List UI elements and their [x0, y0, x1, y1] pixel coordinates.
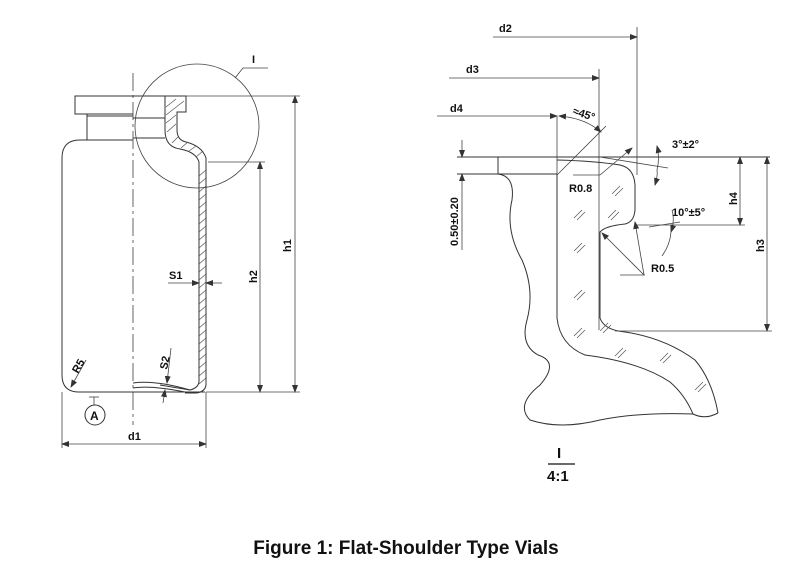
glass-hatch-line: [617, 349, 627, 359]
dim-h2: h2: [248, 270, 260, 283]
break-line: [497, 173, 694, 426]
wall-hatching: [165, 98, 207, 385]
hatch-line: [198, 265, 207, 273]
dim-r05: R0.5: [651, 263, 674, 275]
detail-circle: [134, 63, 260, 189]
glass-hatch-line: [607, 209, 617, 219]
glass-hatch-line: [697, 383, 707, 393]
dim-lip-thickness: 0.50±0.20: [449, 197, 461, 246]
detail-title: I: [557, 445, 561, 462]
dim-d4: d4: [450, 103, 464, 115]
hatch-line: [198, 281, 207, 289]
glass-hatch-line: [576, 291, 586, 301]
detail-view: d2 d3 d4 ≈45° 0.50±0.20 3°±2°: [437, 23, 772, 485]
glass-hatch-line: [614, 187, 624, 197]
glass-profile-inner: [556, 174, 694, 415]
detail-scale: 4:1: [547, 468, 569, 485]
hatch-line: [198, 361, 207, 369]
hatch-line: [198, 297, 207, 305]
hatch-line: [198, 233, 207, 241]
hatch-line: [198, 345, 207, 353]
hatch-line: [198, 377, 207, 385]
glass-hatch-line: [611, 185, 621, 195]
hatch-line: [198, 305, 207, 313]
hatch-line: [198, 185, 207, 193]
figure-caption: Figure 1: Flat-Shoulder Type Vials: [253, 538, 559, 559]
dim-d2: d2: [499, 23, 512, 35]
dim-h3: h3: [755, 239, 767, 252]
hatch-line: [198, 369, 207, 377]
detail-marker-label: I: [252, 54, 255, 66]
glass-hatch-line: [602, 324, 612, 334]
glass-hatch-line: [576, 244, 586, 254]
hatch-line: [198, 177, 207, 185]
hatch-line: [198, 249, 207, 257]
hatch-line: [198, 289, 207, 297]
glass-hatch-line: [573, 242, 583, 252]
vial-overview: I h1 h2 S1 S2 R5 A d1: [61, 54, 300, 448]
vial-wall-section: [159, 95, 207, 394]
glass-hatch-line: [573, 327, 583, 337]
dim-r08: R0.8: [569, 183, 592, 195]
glass-hatch-line: [576, 211, 586, 221]
hatch-line: [198, 329, 207, 337]
glass-hatch-marks: [573, 185, 707, 393]
glass-hatch-line: [614, 347, 624, 357]
glass-hatch-line: [694, 381, 704, 391]
dim-d3: d3: [466, 64, 479, 76]
glass-profile-outer: [556, 159, 719, 414]
hatch-line: [198, 353, 207, 361]
dim-d1: d1: [128, 431, 141, 443]
glass-hatch-line: [662, 354, 672, 364]
glass-hatch-line: [573, 209, 583, 219]
dim-h4: h4: [728, 191, 740, 205]
hatch-line: [198, 169, 207, 177]
hatch-line: [198, 321, 207, 329]
dim-h1: h1: [282, 239, 294, 252]
hatch-line: [198, 313, 207, 321]
hatch-line: [198, 257, 207, 265]
hatch-line: [198, 201, 207, 209]
dim-r5: R5: [70, 357, 87, 375]
dim-s1: S1: [169, 270, 182, 282]
glass-hatch-line: [599, 322, 609, 332]
hatch-line: [198, 209, 207, 217]
glass-hatch-line: [576, 329, 586, 339]
glass-hatch-line: [573, 289, 583, 299]
dim-s2: S2: [158, 355, 173, 371]
dim-angle-3: 3°±2°: [672, 139, 699, 151]
glass-hatch-line: [610, 211, 620, 221]
hatch-line: [198, 337, 207, 345]
hatch-line: [198, 273, 207, 281]
datum-a-label: A: [90, 409, 99, 423]
hatch-line: [198, 193, 207, 201]
vial-outline: [61, 95, 205, 393]
hatch-line: [198, 241, 207, 249]
glass-hatch-line: [659, 352, 669, 362]
datum-a-circle: [84, 404, 106, 426]
dim-angle-10: 10°±5°: [672, 207, 705, 219]
hatch-line: [198, 225, 207, 233]
hatch-line: [198, 217, 207, 225]
